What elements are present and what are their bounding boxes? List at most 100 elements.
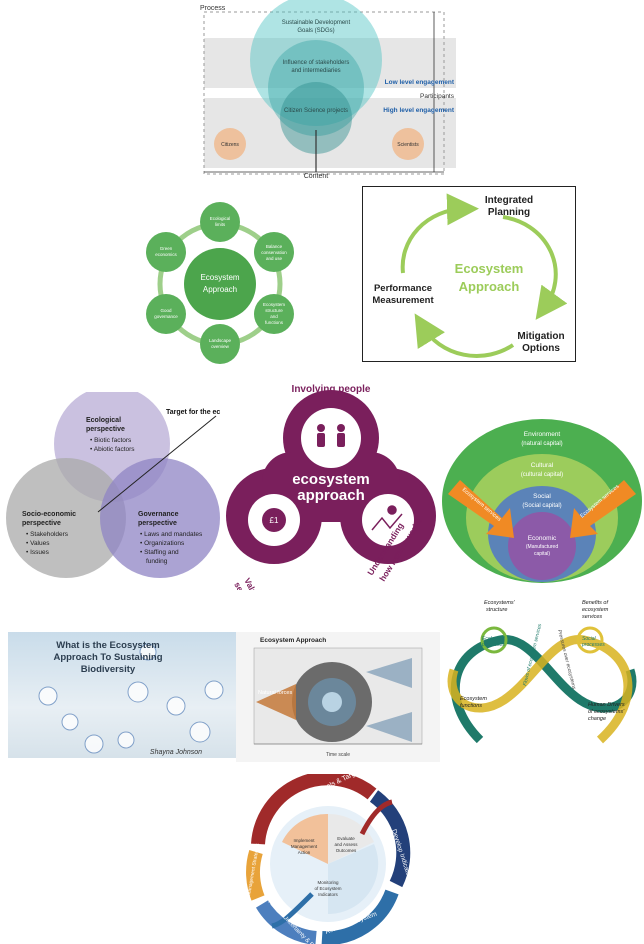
- content-label: Content: [304, 173, 329, 180]
- x-axis-label: Time scale: [326, 752, 350, 758]
- svg-text:Approach To Sustaining: Approach To Sustaining: [53, 652, 162, 663]
- svg-text:Balance: Balance: [266, 244, 283, 249]
- ecosystem-approach-label: Ecosystem: [455, 261, 524, 276]
- time-scale-diagram: Ecosystem Approach Natural forces Time s…: [253, 637, 423, 758]
- svg-text:• Issues: • Issues: [26, 549, 50, 556]
- svg-text:processes: processes: [481, 642, 505, 648]
- natural-forces-arrow: [256, 684, 296, 720]
- svg-text:perspective: perspective: [138, 520, 177, 527]
- svg-text:• Biotic factors: • Biotic factors: [90, 437, 132, 444]
- left-services-arrow: [448, 480, 514, 538]
- perspectives-venn: Target for the ec Ecological perspective…: [6, 392, 220, 578]
- high-engagement-label: High level engagement: [383, 107, 455, 114]
- svg-text:• Staffing and: • Staffing and: [140, 549, 179, 556]
- low-engagement-band: [204, 38, 456, 88]
- svg-text:approach: approach: [297, 487, 365, 504]
- panel-time-scale: Ecosystem Approach Natural forces Time s…: [236, 632, 440, 762]
- panel-prezi-title: What is the Ecosystem Approach To Sustai…: [8, 632, 236, 758]
- yellow-loop: [447, 635, 633, 744]
- coin-icon: £1: [262, 508, 286, 532]
- svg-text:• Laws and mandates: • Laws and mandates: [140, 531, 203, 538]
- diagram-title: Ecosystem Approach: [260, 637, 326, 644]
- svg-text:capital): capital): [534, 551, 550, 557]
- involving-people-label: Involving people: [292, 384, 371, 395]
- svg-text:ecosystem: ecosystem: [582, 607, 609, 613]
- svg-text:Biodiversity: Biodiversity: [81, 664, 136, 675]
- citizen-science-diagram: Process Sustainable Development Goals (S…: [196, 0, 458, 180]
- integrated-planning-label: Integrated: [485, 195, 533, 206]
- svg-text:Evaluate: Evaluate: [337, 836, 355, 841]
- prezi-canvas: What is the Ecosystem Approach To Sustai…: [38, 640, 224, 756]
- svg-text:Social: Social: [582, 636, 597, 642]
- svg-text:services: services: [232, 580, 257, 590]
- author: Shayna Johnson: [150, 749, 202, 756]
- influence-label: Influence of stakeholders: [283, 60, 350, 66]
- svg-text:economics: economics: [155, 252, 177, 257]
- purple-approach-diagram: £1 ecosystem approach Involving people V…: [226, 384, 436, 590]
- planning-cycle-diagram: Integrated Planning Ecosystem Approach P…: [372, 193, 568, 358]
- economic-layer: [508, 512, 576, 580]
- svg-text:funding: funding: [146, 558, 168, 565]
- influence-circle: [268, 40, 364, 136]
- svg-text:Ecosystem: Ecosystem: [200, 273, 239, 282]
- svg-text:Measurement: Measurement: [372, 295, 434, 306]
- svg-text:Benefits of: Benefits of: [582, 600, 608, 606]
- mitigation-options-label: Mitigation: [517, 331, 564, 342]
- valuing-label: Valuing nature's: [242, 576, 282, 590]
- svg-text:Indicators: Indicators: [318, 892, 338, 897]
- svg-text:Ecosystem: Ecosystem: [263, 302, 285, 307]
- svg-text:£1: £1: [270, 516, 279, 525]
- scientists-circle: [392, 128, 424, 160]
- svg-text:functions: functions: [460, 703, 482, 709]
- projects-circle: [280, 82, 352, 154]
- svg-text:(cultural capital): (cultural capital): [521, 472, 563, 478]
- center-label: ecosystem: [292, 471, 370, 488]
- svg-text:(Social capital): (Social capital): [522, 503, 561, 509]
- svg-text:and intermediaries: and intermediaries: [291, 68, 340, 74]
- panel-venn-perspectives: Target for the ec Ecological perspective…: [0, 392, 226, 588]
- svg-text:Ecosystems': Ecosystems': [484, 600, 516, 606]
- ring-node-ecological-limits: Ecological limits: [200, 202, 240, 242]
- flows-diagram: Ecosystems' structure Benefits of ecosys…: [447, 600, 637, 744]
- ring-node-governance: Good governance: [146, 294, 186, 334]
- svg-text:Ecological: Ecological: [86, 417, 121, 424]
- svg-text:Ecosystem: Ecosystem: [460, 696, 487, 702]
- panel-ecosystem-ring: Ecosystem Approach Ecological limits Bal…: [140, 196, 300, 366]
- ring-node-structure: Ecosystem structure and functions: [254, 294, 294, 334]
- svg-text:Social: Social: [533, 493, 551, 500]
- svg-text:Environment: Environment: [524, 431, 561, 438]
- svg-text:structure: structure: [486, 607, 507, 613]
- svg-text:services: services: [582, 614, 602, 620]
- management-arc: [246, 849, 265, 901]
- citizens-label: Citizens: [221, 142, 239, 148]
- panel-ebm-cycle: Implement Management Action Evaluate and…: [242, 774, 412, 944]
- governance-circle: [100, 458, 220, 578]
- svg-text:Goals (SDGs): Goals (SDGs): [297, 28, 334, 34]
- low-engagement-label: Low level engagement: [385, 79, 455, 86]
- ring-node-balance: Balance conservation and use: [254, 232, 294, 272]
- svg-text:perspective: perspective: [22, 520, 61, 527]
- panel-purple-approach: £1 ecosystem approach Involving people V…: [222, 380, 440, 590]
- people-icon: [317, 424, 345, 447]
- svg-text:Options: Options: [522, 343, 560, 354]
- projects-label: Citizen Science projects: [284, 108, 348, 114]
- svg-text:• Abiotic factors: • Abiotic factors: [90, 446, 135, 453]
- svg-text:Governance: Governance: [138, 511, 179, 518]
- svg-text:Landscape: Landscape: [209, 338, 232, 343]
- right-services-arrow: [570, 480, 636, 538]
- svg-text:structure: structure: [265, 308, 283, 313]
- ring-center: [184, 248, 256, 320]
- svg-text:limits: limits: [215, 222, 226, 227]
- panel-capital-nested: Environment (natural capital) Cultural (…: [440, 418, 644, 584]
- ecosystem-ring-diagram: Ecosystem Approach Ecological limits Bal…: [146, 202, 294, 364]
- process-label: Process: [200, 5, 226, 12]
- svg-text:Natural forces: Natural forces: [258, 690, 292, 696]
- prezi-title: What is the Ecosystem: [56, 640, 159, 651]
- ring-node-green-economics: Green economics: [146, 232, 186, 272]
- svg-text:and: and: [270, 314, 278, 319]
- svg-text:change: change: [588, 716, 606, 722]
- svg-text:Cultural: Cultural: [531, 462, 554, 469]
- svg-text:of ecosystems': of ecosystems': [588, 709, 625, 715]
- svg-text:(natural capital): (natural capital): [521, 441, 562, 447]
- svg-text:Action: Action: [298, 850, 311, 855]
